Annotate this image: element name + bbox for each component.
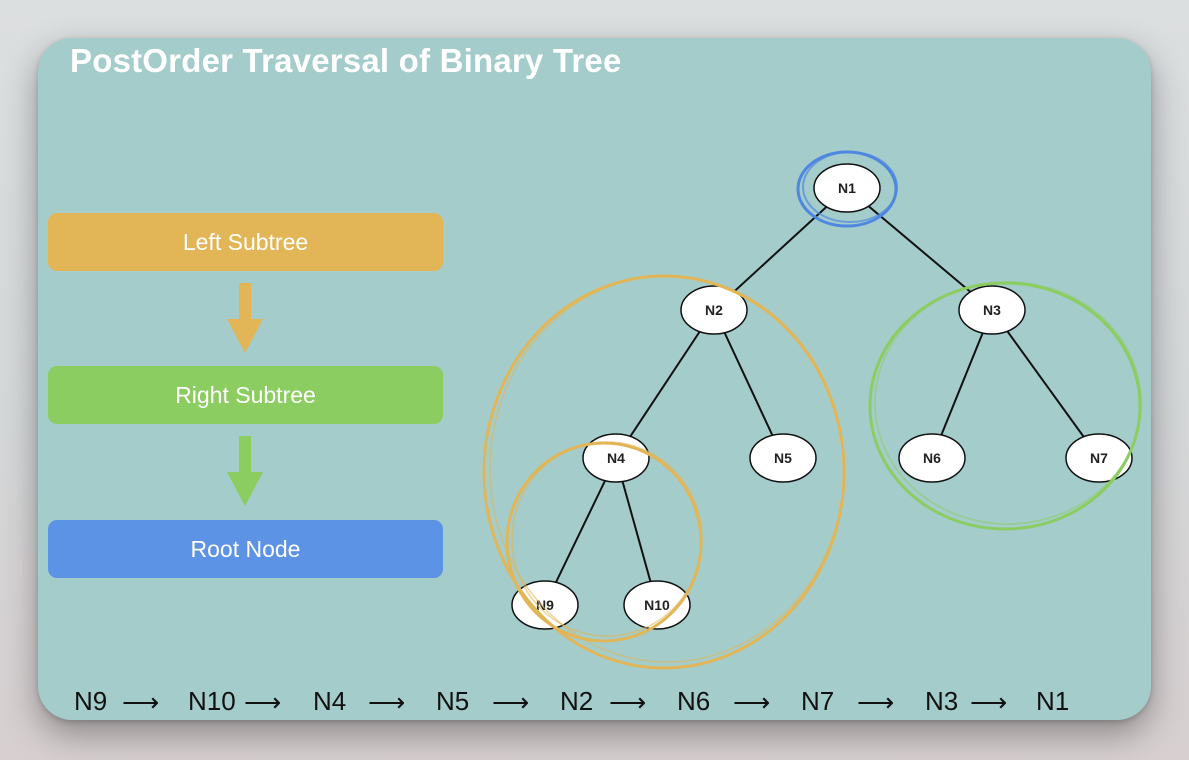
down-arrow-icon: [227, 436, 263, 506]
node-n5: N5: [749, 433, 817, 483]
diagram-card: PostOrder Traversal of Binary Tree Left …: [38, 38, 1151, 720]
tree-edges: [544, 187, 1100, 606]
right-subtree-ring: [868, 281, 1142, 531]
node-label: N5: [774, 450, 792, 466]
right-arrow-icon: ⟶: [733, 687, 771, 717]
sequence-item: N7: [801, 686, 835, 716]
right-arrow-icon: ⟶: [244, 687, 282, 717]
root-node-box: Root Node: [48, 520, 443, 578]
node-label: N3: [983, 302, 1001, 318]
node-n4: N4: [582, 433, 650, 483]
sequence-item: N3: [925, 686, 959, 716]
edge-n2-n4: [615, 309, 715, 459]
n4-subtree-ring-stroke: [511, 441, 703, 637]
root-node-label: Root Node: [190, 535, 301, 562]
sequence-item: N5: [436, 686, 470, 716]
down-arrow-icon: [227, 283, 263, 353]
node-label: N10: [644, 597, 670, 613]
node-n3: N3: [958, 285, 1026, 335]
right-arrow-icon: ⟶: [368, 687, 406, 717]
left-subtree-label: Left Subtree: [182, 228, 309, 255]
node-label: N1: [838, 180, 856, 196]
edge-n1-n3: [846, 187, 993, 311]
sequence-item: N10: [188, 686, 236, 716]
right-arrow-icon: ⟶: [492, 687, 530, 717]
node-n6: N6: [898, 433, 966, 483]
node-label: N6: [923, 450, 941, 466]
edge-n1-n2: [713, 187, 848, 311]
right-subtree-label: Right Subtree: [175, 381, 316, 408]
sequence-item: N2: [560, 686, 594, 716]
right-arrow-icon: ⟶: [122, 687, 160, 717]
node-label: N7: [1090, 450, 1108, 466]
edge-n4-n9: [544, 457, 617, 606]
subtree-rings: [482, 150, 1142, 670]
edge-n3-n6: [931, 309, 993, 459]
root-ring-stroke: [802, 151, 898, 223]
sequence-item: N1: [1036, 686, 1070, 716]
edge-n3-n7: [991, 309, 1100, 459]
right-arrow-icon: ⟶: [857, 687, 895, 717]
binary-tree: N1 N2 N3 N4 N5 N6 N7 N9: [482, 150, 1142, 670]
sequence-item: N6: [677, 686, 711, 716]
right-subtree-ring-stroke: [874, 281, 1142, 525]
page-title: PostOrder Traversal of Binary Tree: [70, 42, 622, 79]
node-n10: N10: [623, 580, 691, 630]
left-subtree-box: Left Subtree: [48, 213, 443, 271]
edge-n4-n10: [615, 457, 658, 606]
node-label: N4: [607, 450, 625, 466]
left-subtree-ring-stroke: [489, 275, 845, 663]
right-subtree-box: Right Subtree: [48, 366, 443, 424]
node-label: N2: [705, 302, 723, 318]
sequence-item: N4: [313, 686, 347, 716]
right-arrow-icon: ⟶: [609, 687, 647, 717]
n4-subtree-ring: [505, 441, 703, 643]
right-arrow-icon: ⟶: [970, 687, 1008, 717]
edge-n2-n5: [713, 309, 784, 459]
node-n1: N1: [813, 163, 881, 213]
sequence-item: N9: [74, 686, 108, 716]
node-n2: N2: [680, 285, 748, 335]
node-n7: N7: [1065, 433, 1133, 483]
